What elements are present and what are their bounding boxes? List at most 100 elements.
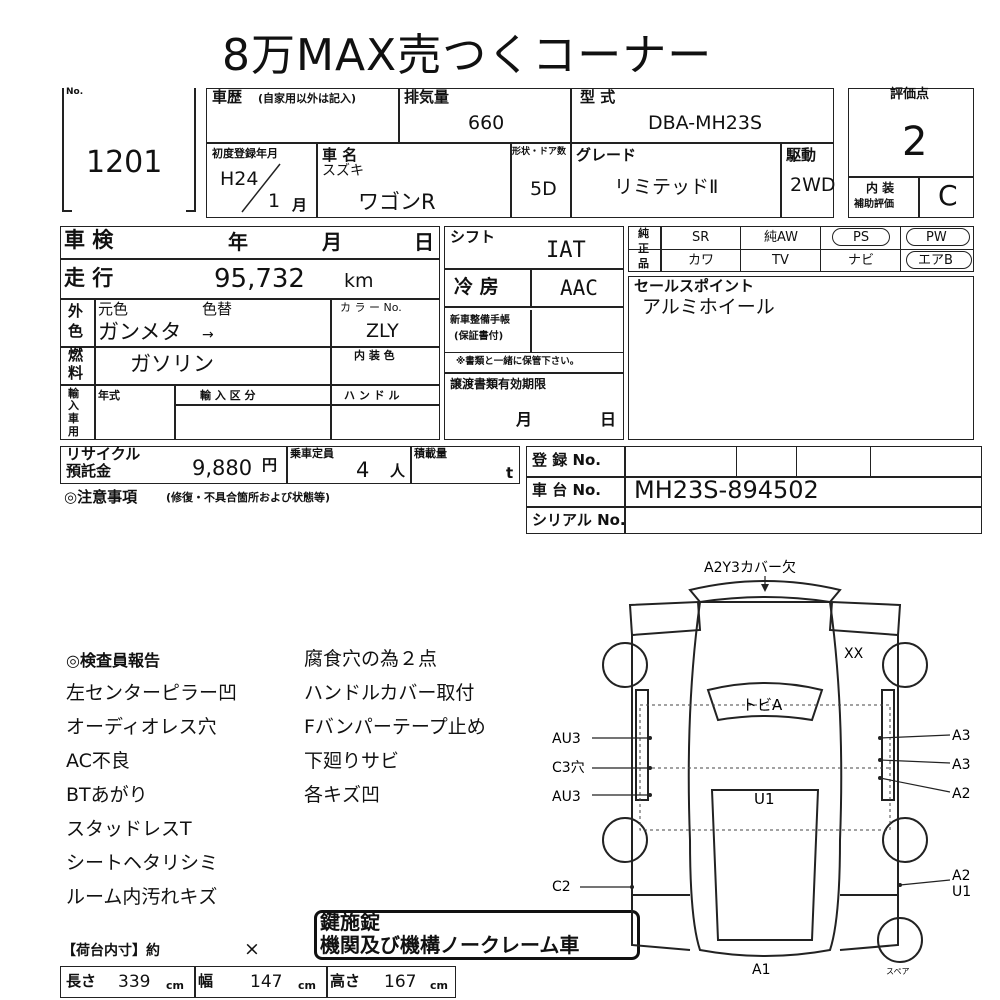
recycle-value: 9,880 bbox=[192, 456, 253, 480]
equip-ps: PS bbox=[853, 230, 870, 245]
no-claim-stamp bbox=[314, 910, 640, 960]
fuel-label-2: 料 bbox=[68, 364, 84, 382]
diagram-marker bbox=[898, 883, 902, 887]
transfer-month-unit: 月 bbox=[516, 410, 533, 429]
import-label-3: 車 bbox=[68, 412, 79, 425]
score-value: 2 bbox=[902, 119, 928, 165]
import-label-2: 入 bbox=[68, 399, 79, 412]
sales-point-value: アルミホイール bbox=[642, 296, 775, 318]
no-value: 1201 bbox=[86, 145, 163, 180]
shift-value: IAT bbox=[546, 238, 586, 263]
diagram-marker bbox=[878, 736, 882, 740]
import-label-4: 用 bbox=[68, 425, 79, 438]
color-value: ガンメタ bbox=[98, 320, 182, 344]
report-left-6: シートヘタリシミ bbox=[66, 852, 219, 874]
right-front-wheel bbox=[882, 642, 928, 688]
right-front-fender bbox=[828, 600, 902, 637]
mileage-label: 走 行 bbox=[64, 266, 114, 290]
chassis-value: MH23S-894502 bbox=[634, 476, 819, 504]
fuel-label: 燃 bbox=[68, 346, 84, 364]
model-label: 型 式 bbox=[580, 88, 616, 106]
body-outline bbox=[687, 596, 843, 957]
car-name-label: 車 名 bbox=[322, 146, 358, 164]
diagram-label-left-1: AU3 bbox=[552, 731, 581, 747]
import-year-label: 年式 bbox=[98, 389, 120, 402]
door-value: 5D bbox=[530, 178, 557, 200]
diagram-marker bbox=[630, 885, 634, 889]
capacity-label: 乗車定員 bbox=[290, 447, 334, 460]
car-name: ワゴンR bbox=[358, 190, 436, 214]
diagram-marker bbox=[648, 766, 652, 770]
interior-value: C bbox=[938, 179, 958, 212]
ac-label: 冷 房 bbox=[454, 276, 499, 298]
width-unit: cm bbox=[298, 979, 316, 992]
mileage-value: 95,732 bbox=[214, 264, 305, 294]
grade-label: グレード bbox=[576, 146, 637, 164]
front-bumper bbox=[688, 580, 842, 603]
score-label: 評価点 bbox=[890, 87, 930, 102]
recycle-unit: 円 bbox=[262, 456, 278, 474]
color-arrow: → bbox=[202, 327, 214, 343]
diagram-label-right-5: U1 bbox=[952, 884, 971, 900]
color-no-label: カ ラ ー No. bbox=[340, 301, 402, 314]
diagram-label-hood: トビA bbox=[742, 696, 783, 714]
transfer-day-unit: 日 bbox=[600, 410, 617, 429]
inspection-label: 車 検 bbox=[64, 228, 114, 252]
manual-note: ※書類と一緒に保管下さい。 bbox=[456, 356, 580, 367]
equip-ps-circle bbox=[832, 228, 890, 246]
dimensions-heading: 【荷台内寸】約 bbox=[62, 943, 160, 959]
stamp-line-1: 鍵施錠 bbox=[320, 910, 380, 934]
inspection-day-unit: 日 bbox=[414, 230, 434, 254]
diagram-label-left-4: C2 bbox=[552, 879, 571, 895]
diagram-label-left-3: AU3 bbox=[552, 789, 581, 805]
capacity-unit: 人 bbox=[390, 462, 406, 480]
height-label: 高さ bbox=[330, 972, 361, 990]
color-no-value: ZLY bbox=[366, 320, 399, 342]
import-class-label: 輸 入 区 分 bbox=[200, 389, 256, 402]
notes-sub-label: (修復・不具合箇所および状態等) bbox=[166, 491, 331, 504]
genuine-label-1: 純 bbox=[638, 227, 649, 240]
left-front-wheel bbox=[602, 642, 648, 688]
equip-pw: PW bbox=[926, 230, 947, 245]
report-left-1: 左センターピラー凹 bbox=[66, 682, 238, 704]
width-value: 147 bbox=[250, 972, 283, 992]
right-rear-wheel bbox=[882, 817, 928, 863]
equip-leather: カワ bbox=[688, 253, 715, 268]
first-reg-month-unit: 月 bbox=[292, 196, 308, 214]
diagram-label-center: U1 bbox=[754, 790, 775, 808]
chassis-label: 車 台 No. bbox=[532, 481, 602, 499]
door-outline bbox=[639, 704, 891, 831]
report-heading: ◎検査員報告 bbox=[66, 651, 160, 670]
door-label: 形状・ドア数 bbox=[512, 147, 567, 157]
slash-mark bbox=[241, 163, 281, 213]
diagram-marker bbox=[648, 736, 652, 740]
first-reg-era: H24 bbox=[220, 168, 259, 190]
report-right-4: 下廻りサビ bbox=[304, 750, 400, 772]
shift-label: シフト bbox=[450, 228, 496, 246]
ac-value: AAC bbox=[560, 276, 598, 300]
diagram-marker bbox=[878, 776, 882, 780]
import-label-1: 輸 bbox=[68, 387, 79, 400]
equip-navi: ナビ bbox=[848, 253, 875, 268]
height-unit: cm bbox=[430, 979, 448, 992]
interior-label: 内 装 bbox=[866, 181, 895, 195]
equip-tv: TV bbox=[772, 253, 789, 268]
displacement-value: 660 bbox=[468, 112, 505, 134]
diagram-label-bottom: A1 bbox=[752, 962, 770, 978]
maker: スズキ bbox=[322, 163, 364, 179]
height-value: 167 bbox=[384, 972, 417, 992]
history-note: (自家用以外は記入) bbox=[258, 92, 357, 105]
left-rear-quarter bbox=[631, 895, 691, 951]
equip-airbag: エアB bbox=[918, 253, 953, 268]
left-rear-wheel bbox=[602, 817, 648, 863]
report-left-3: AC不良 bbox=[66, 750, 130, 772]
genuine-label-3: 品 bbox=[638, 257, 649, 270]
reg-no-label: 登 録 No. bbox=[532, 451, 602, 469]
first-reg-label: 初度登録年月 bbox=[212, 147, 278, 160]
diagram-marker bbox=[648, 793, 652, 797]
load-unit: t bbox=[506, 464, 514, 482]
diagram-label-spare: スペア bbox=[886, 967, 909, 976]
length-unit: cm bbox=[166, 979, 184, 992]
diagram-label-left-2: C3穴 bbox=[552, 760, 585, 776]
spare-tire bbox=[877, 917, 923, 963]
